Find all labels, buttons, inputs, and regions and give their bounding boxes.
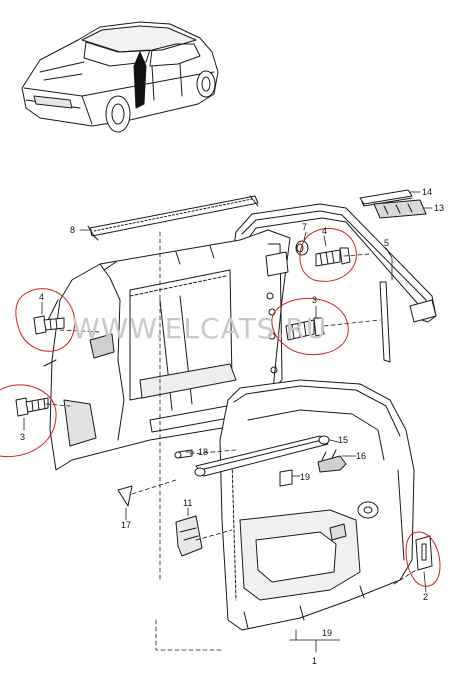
- part-16-bracket: [317, 449, 347, 473]
- bolt-4-left: [33, 315, 65, 335]
- callout-2: 2: [423, 592, 428, 602]
- bolt-3-right: [285, 317, 325, 341]
- part-14-clip: [359, 189, 413, 207]
- callout-3-right: 3: [312, 295, 317, 305]
- callout-13: 13: [434, 203, 444, 213]
- callout-18: 18: [198, 447, 208, 457]
- part-17-clip: [117, 485, 133, 507]
- callout-14: 14: [422, 187, 432, 197]
- highlight-bolt-4-upper: [299, 228, 357, 282]
- callout-1: 1: [312, 656, 317, 666]
- callout-11: 11: [183, 498, 192, 508]
- callout-labels: 1 2 3 3 4 4 5 7 8 11 13 14 15 16 17 18 1…: [20, 187, 444, 666]
- callout-7: 7: [302, 222, 307, 232]
- part-18-screw: [174, 449, 193, 459]
- callout-19-clip: 19: [300, 472, 310, 482]
- assembly-lines: [45, 231, 417, 651]
- part-15-belt-strip: [194, 435, 330, 477]
- part-8-seal-strip: [87, 195, 259, 241]
- callout-15: 15: [338, 435, 348, 445]
- highlight-bolt-4-left: [15, 288, 76, 352]
- part-7-plug: [295, 240, 309, 256]
- part-13-clip: [373, 199, 427, 219]
- highlight-lock-plate: [405, 531, 441, 587]
- part-19-clip: [279, 469, 293, 487]
- part-11-bracket: [175, 515, 203, 557]
- callout-19-bottom: 19: [322, 628, 332, 638]
- highlight-circles: [0, 228, 441, 587]
- callout-17: 17: [121, 520, 131, 530]
- highlight-bolt-3-right: [271, 297, 349, 356]
- callout-4-upper: 4: [322, 226, 327, 236]
- outer-door-shell: [219, 379, 415, 631]
- callout-4-left: 4: [39, 292, 44, 302]
- part-2-lock-plate: [415, 535, 433, 571]
- callout-8: 8: [70, 225, 75, 235]
- bolt-3-left: [15, 397, 49, 417]
- callout-16: 16: [356, 451, 366, 461]
- highlight-bolt-3-left: [0, 384, 57, 458]
- car-illustration: [21, 21, 219, 133]
- bolt-4-upper: [315, 247, 351, 267]
- watermark-text: WWW.ELCATS.RU: [72, 312, 327, 345]
- leader-lines: [23, 191, 433, 653]
- callout-5: 5: [384, 238, 389, 248]
- callout-3-left: 3: [20, 432, 25, 442]
